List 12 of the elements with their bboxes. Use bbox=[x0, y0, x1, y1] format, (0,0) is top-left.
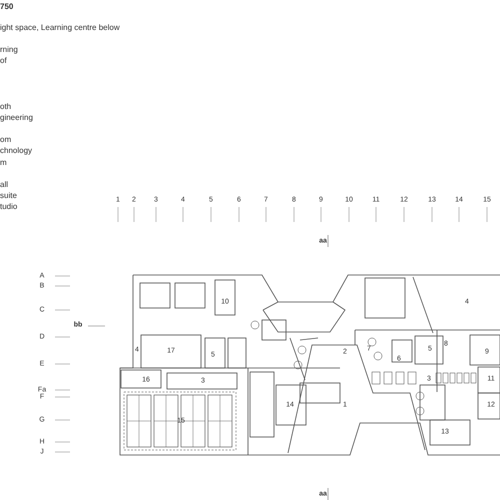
note-text: rning bbox=[0, 46, 18, 54]
note-text: gineering bbox=[0, 114, 33, 122]
note-text: all bbox=[0, 181, 8, 189]
note-text: oth bbox=[0, 103, 12, 111]
note-text: suite bbox=[0, 192, 17, 200]
note-text: of bbox=[0, 57, 7, 65]
note-text: chnology bbox=[0, 147, 32, 155]
note-text: om bbox=[0, 136, 12, 144]
sheet-heading: 750 bbox=[0, 3, 14, 11]
note-text: ight space, Learning centre below bbox=[0, 24, 120, 32]
note-text: m bbox=[0, 159, 7, 167]
note-text: tudio bbox=[0, 203, 18, 211]
